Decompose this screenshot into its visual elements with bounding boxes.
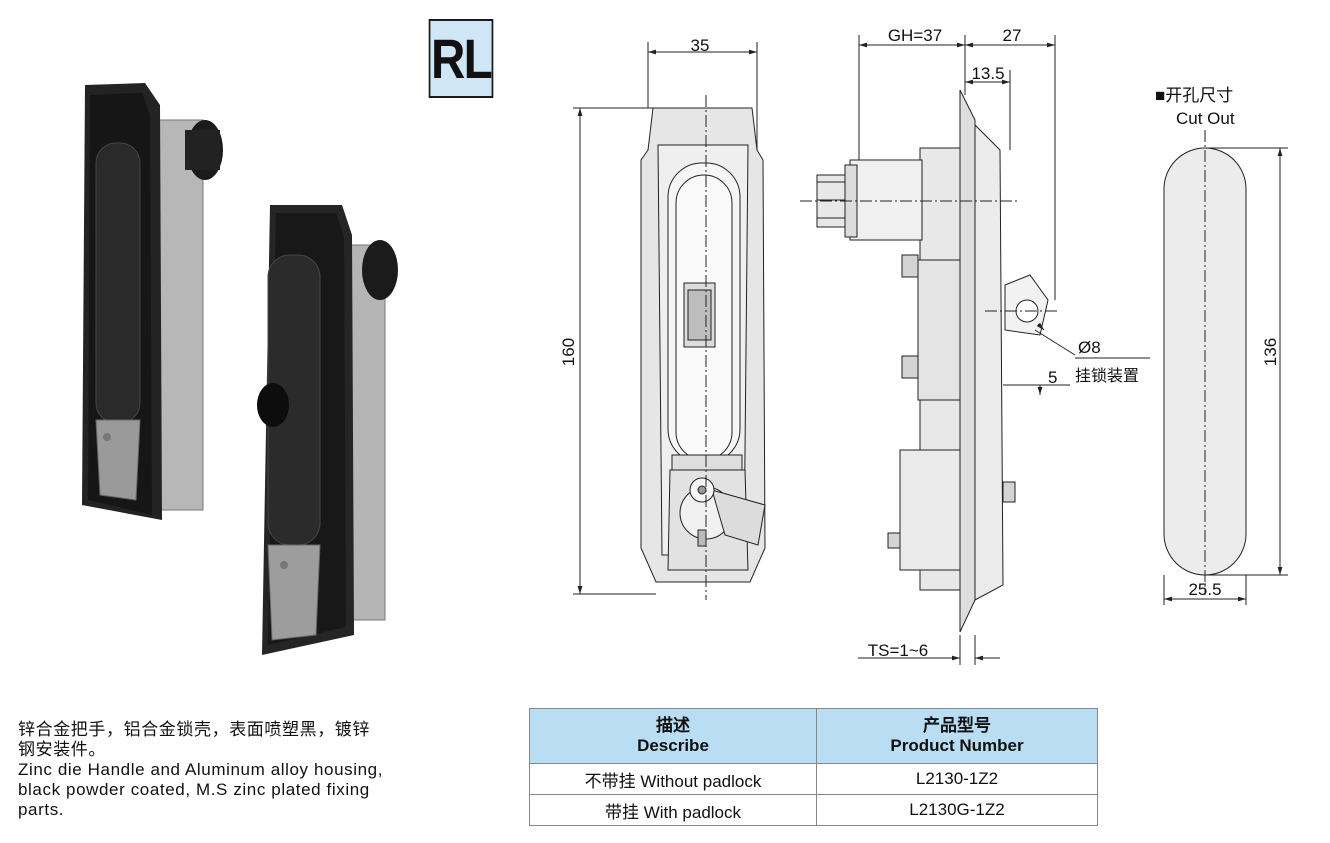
table-header-row: 描述 Describe 产品型号 Product Number — [529, 708, 1098, 764]
header-product: 产品型号 Product Number — [816, 708, 1098, 764]
row-describe: 带挂 With padlock — [529, 794, 817, 826]
header-product-en: Product Number — [890, 736, 1024, 755]
description-en-line2: black powder coated, M.S zinc plated fix… — [18, 780, 370, 799]
header-describe-en: Describe — [637, 736, 709, 755]
row-describe: 不带挂 Without padlock — [529, 763, 817, 795]
cutout-title-cn: ■开孔尺寸 — [1155, 86, 1233, 105]
cutout-width-label: 25.5 — [1188, 580, 1221, 599]
product-table: 描述 Describe 产品型号 Product Number 不带挂 With… — [529, 708, 1098, 826]
latch-front — [257, 205, 398, 655]
hole-offset-label: 5 — [1048, 368, 1057, 387]
padlock-label: 挂锁装置 — [1075, 367, 1139, 385]
hole-label: Ø8 — [1078, 338, 1101, 357]
front-view — [640, 95, 766, 600]
gh-label: GH=37 — [888, 26, 942, 45]
row-product: L2130G-1Z2 — [816, 794, 1098, 826]
offset-label: 13.5 — [971, 64, 1004, 83]
header-describe-cn: 描述 — [656, 716, 690, 735]
ts-label: TS=1~6 — [868, 641, 929, 660]
latch-rear — [82, 83, 223, 520]
header-describe: 描述 Describe — [529, 708, 817, 764]
description-en-line1: Zinc die Handle and Aluminum alloy housi… — [18, 760, 384, 779]
row-product: L2130-1Z2 — [816, 763, 1098, 795]
table-row: 带挂 With padlock L2130G-1Z2 — [529, 794, 1098, 826]
description-cn-line1: 锌合金把手，铝合金锁壳，表面喷塑黑，镀锌 — [18, 720, 370, 739]
technical-drawing: 35 160 GH=37 27 13.5 Ø8 5 挂锁装置 TS=1~6 ■开… — [559, 26, 1288, 665]
cutout-view — [1163, 130, 1247, 595]
table-row: 不带挂 Without padlock L2130-1Z2 — [529, 763, 1098, 795]
series-badge: RL — [428, 19, 494, 98]
header-product-cn: 产品型号 — [923, 716, 991, 735]
product-description: 锌合金把手，铝合金锁壳，表面喷塑黑，镀锌 钢安装件。 Zinc die Hand… — [18, 720, 438, 820]
product-photo — [82, 83, 398, 655]
side-view — [800, 89, 1060, 633]
depth-label: 27 — [1003, 26, 1022, 45]
front-height-label: 160 — [559, 338, 578, 366]
cutout-title-en: Cut Out — [1176, 109, 1235, 128]
description-cn-line2: 钢安装件。 — [18, 740, 106, 759]
front-width-label: 35 — [691, 36, 710, 55]
description-en-line3: parts. — [18, 800, 65, 819]
cutout-height-label: 136 — [1261, 338, 1280, 366]
